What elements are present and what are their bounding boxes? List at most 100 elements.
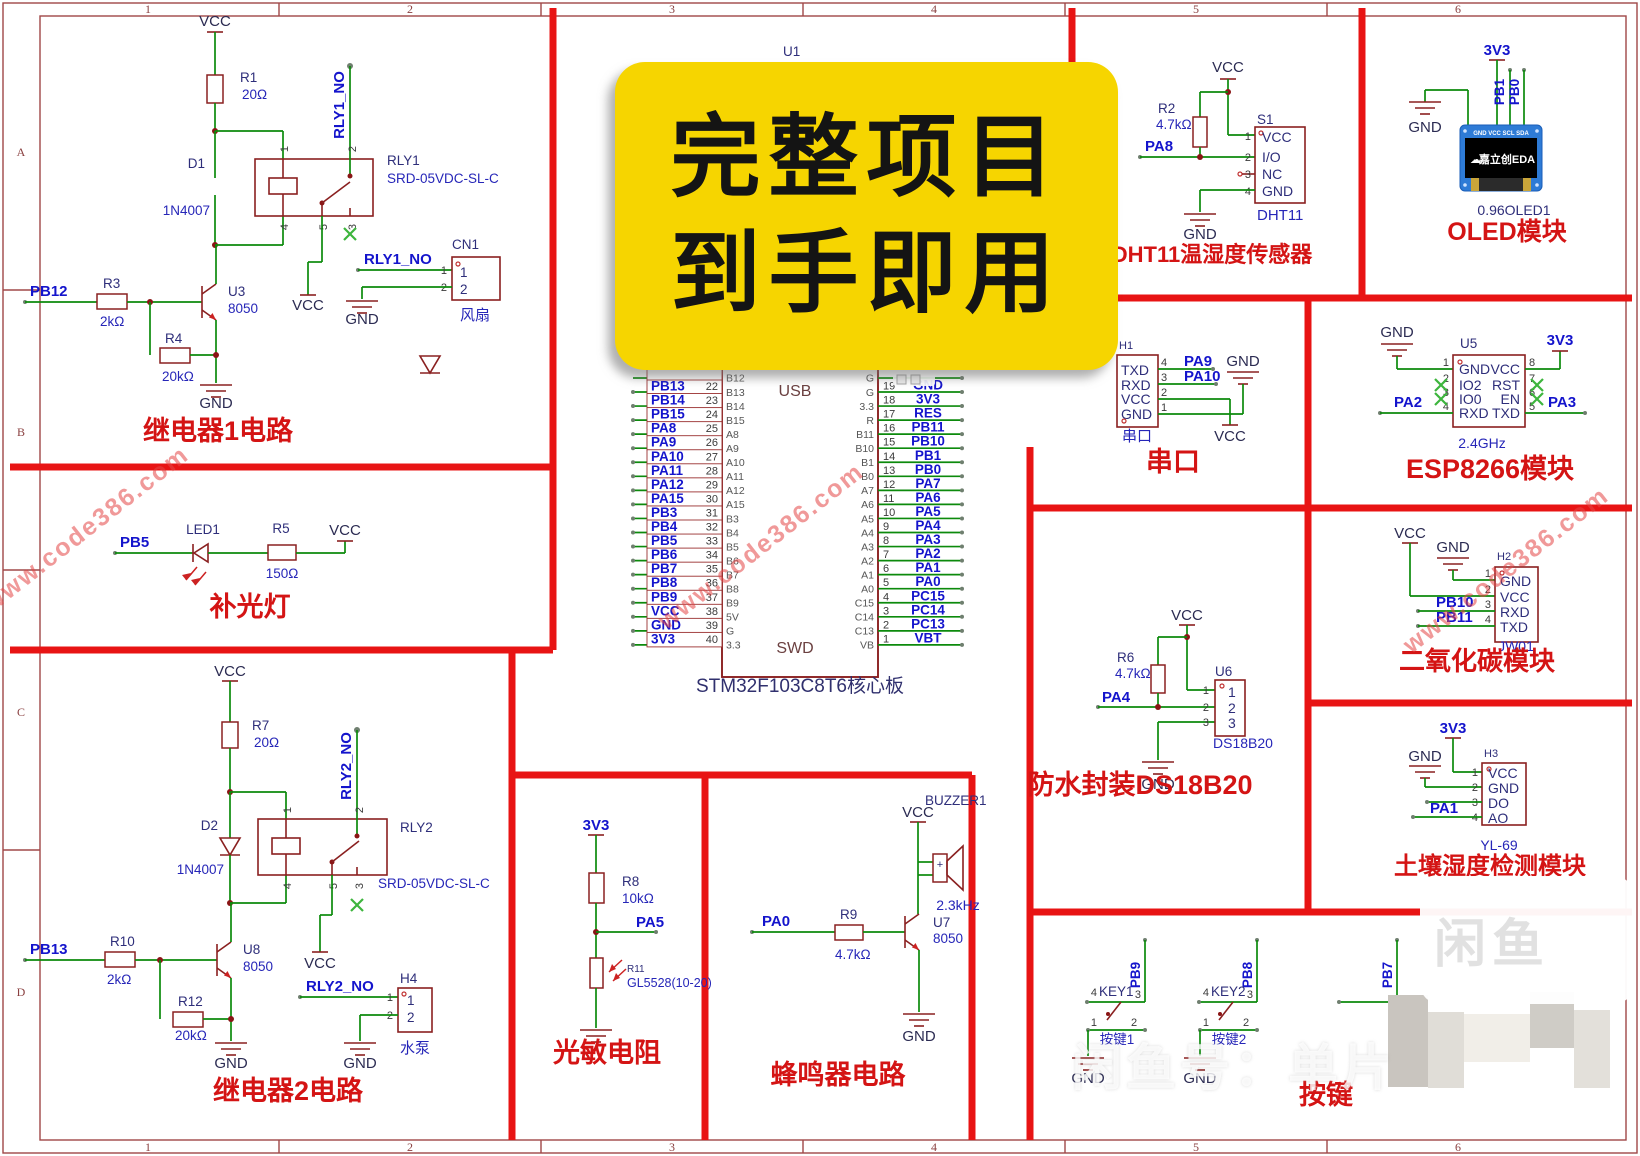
diode-refdes: D2 bbox=[201, 818, 218, 833]
oled-circuit: 3V3 PB1 PB0 GND GND VCC SCL SDA ☁ 嘉立创EDA… bbox=[1408, 42, 1567, 246]
stm32-pin-number: 13 bbox=[883, 465, 895, 477]
resistor-value: 150Ω bbox=[266, 566, 299, 581]
frame-row-letter: D bbox=[17, 985, 26, 999]
stm32-pin-inner: C14 bbox=[855, 612, 874, 624]
sensor-pin-label: GND bbox=[1262, 183, 1293, 199]
module-part: JW01 bbox=[1498, 638, 1534, 654]
stm32-pin-inner: A10 bbox=[726, 457, 745, 469]
connector-pin-inner: 1 bbox=[407, 993, 415, 1008]
vcc-label: VCC bbox=[304, 955, 336, 972]
cloud-icon: ☁ bbox=[1470, 154, 1481, 166]
stm32-pin-inner: A1 bbox=[861, 569, 874, 581]
footprint-icon bbox=[910, 374, 921, 385]
chip-pin-label: IO2 bbox=[1459, 377, 1482, 393]
frame-row-letter: B bbox=[17, 425, 25, 439]
net-label: PB5 bbox=[120, 534, 149, 551]
gnd-label: GND bbox=[902, 1028, 936, 1045]
connector-pin-label: TXD bbox=[1121, 362, 1149, 378]
gnd-label: GND bbox=[1183, 226, 1217, 243]
gnd-label: GND bbox=[343, 1055, 377, 1072]
connector-body bbox=[1494, 566, 1539, 643]
frame-col-number: 3 bbox=[669, 1140, 675, 1154]
resistor-value: 20Ω bbox=[242, 87, 267, 102]
chip-pin-label: EN bbox=[1501, 391, 1520, 407]
relay2-title: 继电器2电路 bbox=[213, 1075, 364, 1106]
stm32-pin-number: 7 bbox=[883, 549, 889, 561]
resistor-refdes: R2 bbox=[1158, 101, 1175, 116]
stm32-pin-number: 3 bbox=[883, 605, 889, 617]
relay-pin: 3 bbox=[347, 224, 359, 230]
stm32-pin-number: 17 bbox=[883, 409, 895, 421]
resistor-refdes: R7 bbox=[252, 718, 269, 733]
resistor-r9 bbox=[834, 924, 864, 941]
stm32-pin-inner: A12 bbox=[726, 485, 745, 497]
stm32-pin-number: 26 bbox=[706, 437, 718, 449]
key-pin: 4 bbox=[1091, 987, 1097, 999]
connector-pin: 1 bbox=[1485, 568, 1491, 580]
connector-pin: 1 bbox=[1161, 402, 1167, 414]
stm32-pin-net: PC14 bbox=[911, 602, 945, 617]
oled-pin-header: GND VCC SCL SDA bbox=[1473, 131, 1529, 137]
stm32-pin-inner: G bbox=[866, 387, 874, 399]
stm32-pin-number: 6 bbox=[883, 563, 889, 575]
stm32-pin-number: 19 bbox=[883, 381, 895, 393]
stm32-pin-number: 22 bbox=[706, 381, 718, 393]
co2-title: 二氧化碳模块 bbox=[1399, 646, 1555, 676]
stm32-pin-net: 3V3 bbox=[651, 631, 676, 646]
net-label: 3V3 bbox=[1484, 42, 1511, 59]
soil-title: 土壤湿度检测模块 bbox=[1394, 852, 1586, 880]
connector-pin: 4 bbox=[1485, 614, 1491, 626]
resistor-value: 20kΩ bbox=[162, 369, 194, 384]
stm32-pin-net: 3V3 bbox=[916, 392, 941, 407]
stm32-pin-inner: 5V bbox=[726, 612, 739, 624]
sensor-pin: 1 bbox=[1203, 685, 1209, 697]
stm32-pin-number: 2 bbox=[883, 619, 889, 631]
stm32-pin-net: PB9 bbox=[651, 589, 677, 604]
stm32-pin-number: 10 bbox=[883, 507, 895, 519]
connector-body bbox=[1116, 354, 1159, 428]
relay-body bbox=[254, 158, 374, 217]
serial-circuit: H1 TXD RXD VCC GND 4 3 2 1 PA9 PA10 GND … bbox=[1116, 340, 1260, 477]
stm32-pin-inner: B7 bbox=[726, 569, 739, 581]
swd-label: SWD bbox=[776, 640, 813, 657]
key-pin: 3 bbox=[1247, 989, 1253, 1001]
relay-pin: 5 bbox=[318, 224, 330, 230]
net-label: PB13 bbox=[30, 941, 68, 958]
gnd-label: GND bbox=[1141, 776, 1175, 793]
stm32-pin-number: 32 bbox=[706, 522, 718, 534]
buzzer-circuit: VCC BUZZER1 + 2.3kHz PA0 R9 4.7kΩ U7 805… bbox=[750, 793, 987, 1090]
resistor-r12 bbox=[172, 1011, 204, 1028]
connector-pin: 3 bbox=[1472, 797, 1478, 809]
connector-pin-label: GND bbox=[1500, 573, 1531, 589]
stm32-pin-net: PB11 bbox=[911, 420, 945, 435]
photoresistor-value: GL5528(10-20) bbox=[627, 976, 712, 990]
keys-title: 按键 bbox=[1299, 1079, 1353, 1110]
stm32-pin-inner: C15 bbox=[855, 598, 874, 610]
gnd-label: GND bbox=[1380, 324, 1414, 341]
gnd-label: GND bbox=[1408, 748, 1442, 765]
stm32-pin-net: PB14 bbox=[651, 393, 685, 408]
connector-pin-inner: 2 bbox=[407, 1010, 415, 1025]
resistor-r6 bbox=[1150, 664, 1166, 694]
connector-body bbox=[1481, 762, 1527, 826]
connector-pin: 1 bbox=[387, 992, 393, 1004]
frame-col-number: 4 bbox=[931, 2, 937, 16]
connector-pin-label: VCC bbox=[1500, 589, 1530, 605]
sensor-pin-inner: 3 bbox=[1228, 715, 1236, 731]
frame-col-number: 1 bbox=[145, 2, 151, 16]
sensor-part: DHT11 bbox=[1257, 207, 1303, 224]
stm32-pin-net: PB10 bbox=[911, 434, 945, 449]
key-label: 按键2 bbox=[1212, 1032, 1247, 1047]
stm32-pin-number: 37 bbox=[706, 592, 718, 604]
resistor-refdes: R12 bbox=[178, 994, 203, 1009]
relay-value: SRD-05VDC-SL-C bbox=[378, 876, 490, 891]
resistor-r1 bbox=[206, 74, 224, 104]
net-label: PA1 bbox=[1430, 800, 1458, 817]
censor-block bbox=[1428, 1012, 1464, 1088]
stm32-pin-net: PA9 bbox=[651, 435, 676, 450]
stm32-pin-inner: B11 bbox=[856, 429, 874, 441]
